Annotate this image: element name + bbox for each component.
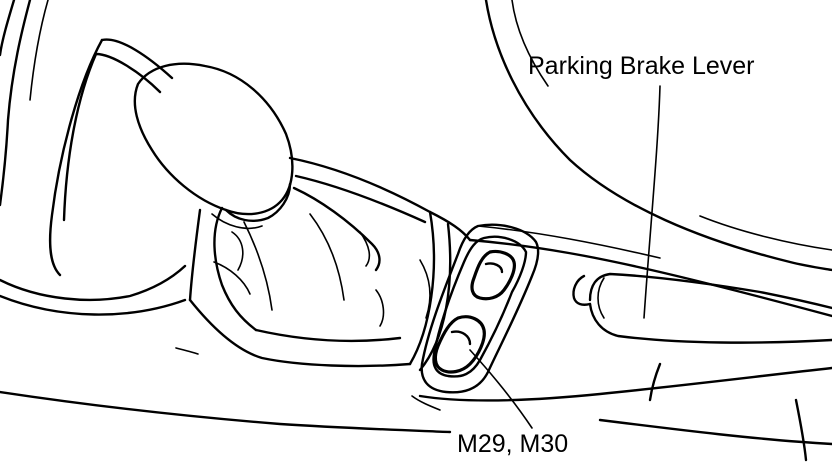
shift-knob (133, 62, 294, 230)
shifter-recess (48, 38, 472, 372)
switch-leader-line (469, 349, 533, 429)
shift-boot (213, 186, 431, 343)
left-trim-panel (0, 0, 187, 316)
leader-lines (469, 85, 661, 429)
upper-switch (470, 249, 516, 301)
brake-leader-line (643, 85, 661, 319)
parking-brake-lever (572, 272, 832, 344)
right-trim (484, 0, 832, 272)
console-body (0, 225, 832, 462)
switch-connector-label: M29, M30 (457, 430, 569, 458)
lower-switch (433, 315, 486, 374)
switch-bezel (420, 223, 540, 394)
parking-brake-lever-label: Parking Brake Lever (528, 52, 755, 80)
